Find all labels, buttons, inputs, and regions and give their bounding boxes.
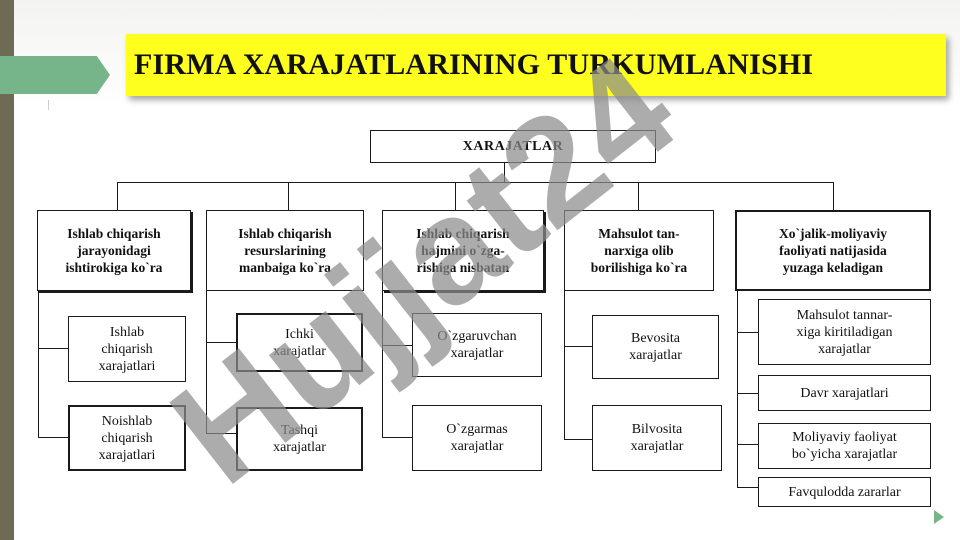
connector <box>455 182 457 210</box>
connector <box>117 182 833 184</box>
connector <box>38 437 68 439</box>
connector <box>737 487 758 489</box>
connector <box>564 439 592 441</box>
category-header: Ishlab chiqarish hajmini o`zga- rishiga … <box>382 210 544 291</box>
connector <box>737 290 739 488</box>
sub-category-box: Bevosita xarajatlar <box>592 315 719 379</box>
connector <box>117 182 119 210</box>
connector <box>38 348 68 350</box>
category-header: Ishlab chiqarish resurslarining manbaiga… <box>206 210 364 291</box>
connector <box>206 433 236 435</box>
category-header: Mahsulot tan- narxiga olib borilishiga k… <box>564 210 714 291</box>
connector <box>382 437 412 439</box>
connector <box>382 345 412 347</box>
sub-category-box: Bilvosita xarajatlar <box>592 405 722 471</box>
sub-category-box: Tashqi xarajatlar <box>236 407 363 471</box>
connector <box>737 444 758 446</box>
title-banner: FIRMA XARAJATLARINING TURKUMLANISHI <box>126 34 946 96</box>
category-header: Xo`jalik-moliyaviy faoliyati natijasida … <box>735 210 931 291</box>
root-box: XARAJATLAR <box>370 130 656 163</box>
next-arrow-icon <box>934 510 944 524</box>
left-accent-bar <box>0 0 14 540</box>
category-header: Ishlab chiqarish jarayonidagi ishtirokig… <box>37 210 191 291</box>
slide-title: FIRMA XARAJATLARINING TURKUMLANISHI <box>134 48 814 81</box>
connector <box>564 346 592 348</box>
connector <box>833 182 835 210</box>
sub-category-box: Moliyaviy faoliyat bo`yicha xarajatlar <box>758 423 931 469</box>
connector <box>206 290 208 434</box>
sub-category-box: Ichki xarajatlar <box>236 313 363 372</box>
divider-mark <box>48 100 49 110</box>
connector <box>382 290 384 438</box>
sub-category-box: O`zgaruvchan xarajatlar <box>412 313 542 377</box>
sub-category-box: Ishlab chiqarish xarajatlari <box>68 316 186 382</box>
connector <box>288 182 290 210</box>
sub-category-box: Noishlab chiqarish xarajatlari <box>68 405 186 471</box>
connector <box>38 290 40 438</box>
connector <box>737 393 758 395</box>
connector <box>504 162 506 182</box>
connector <box>737 332 758 334</box>
sub-category-box: Favqulodda zararlar <box>758 477 931 507</box>
connector <box>638 182 640 210</box>
connector <box>564 290 566 440</box>
sub-category-box: O`zgarmas xarajatlar <box>412 405 542 471</box>
sub-category-box: Davr xarajatlari <box>758 375 931 411</box>
sub-category-box: Mahsulot tannar- xiga kiritiladigan xara… <box>758 299 931 365</box>
arrow-accent-icon <box>0 56 110 94</box>
connector <box>206 342 236 344</box>
